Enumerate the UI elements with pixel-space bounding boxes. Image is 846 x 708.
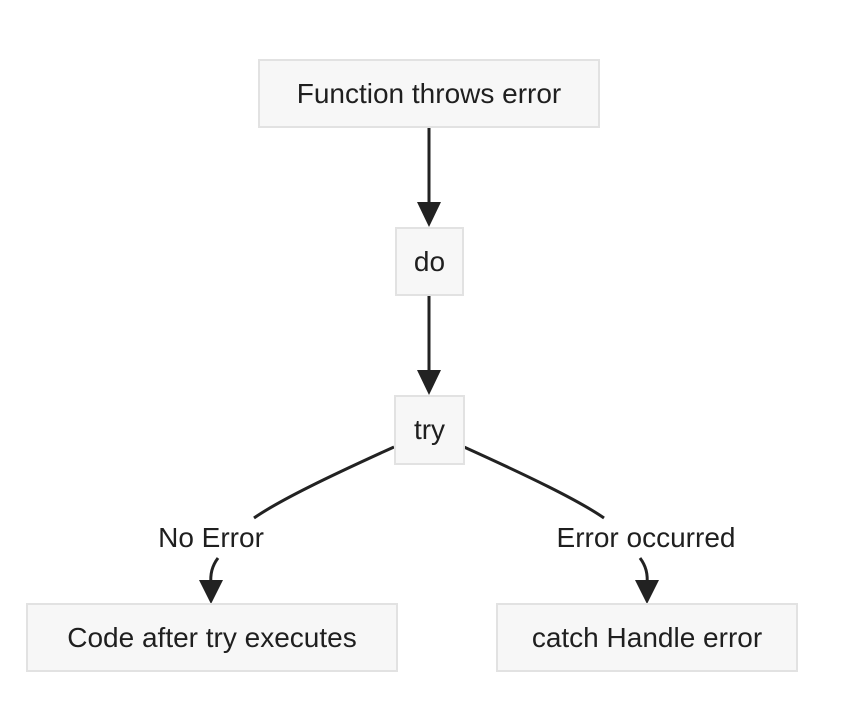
- node-catch-handle-error: catch Handle error: [496, 603, 798, 672]
- node-do: do: [395, 227, 464, 296]
- arrowhead-no-error: [199, 580, 223, 604]
- edge-label-error-occurred: Error occurred: [538, 521, 754, 555]
- node-code-after-try-executes: Code after try executes: [26, 603, 398, 672]
- arrowhead-error: [635, 580, 659, 604]
- edge-label-no-error: No Error: [148, 521, 274, 555]
- node-try: try: [394, 395, 465, 465]
- node-function-throws-error: Function throws error: [258, 59, 600, 128]
- edge-try-to-error: [463, 445, 605, 520]
- arrowhead-do: [417, 202, 441, 227]
- arrowhead-try: [417, 370, 441, 395]
- edge-try-to-no-error: [253, 445, 395, 520]
